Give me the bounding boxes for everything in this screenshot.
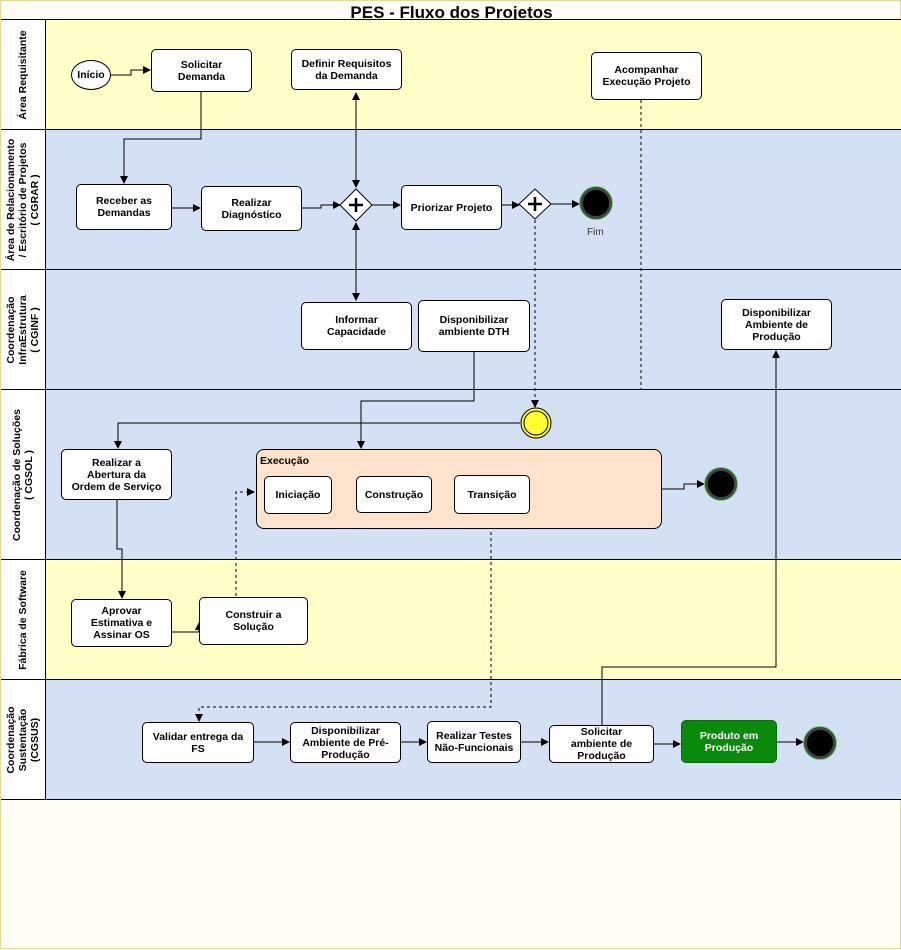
end-event-fim[interactable]	[580, 187, 612, 219]
task-testes-nao-funcionais[interactable]: Realizar Testes Não-Funcionais	[427, 721, 521, 763]
diagram-title: PES - Fluxo dos Projetos	[350, 3, 553, 22]
task-informar-capacidade[interactable]: Informar Capacidade	[301, 302, 412, 350]
task-produto-em-producao[interactable]: Produto em Produção	[681, 720, 777, 763]
start-event-label: Início	[77, 69, 105, 81]
task-iniciacao[interactable]: Iniciação	[264, 476, 332, 514]
task-receber-demandas[interactable]: Receber as Demandas	[76, 184, 172, 230]
task-disponibilizar-pre-producao[interactable]: Disponibilizar Ambiente de Pré- Produção	[290, 722, 401, 763]
end-event-cgsus[interactable]	[804, 727, 836, 759]
end-event-label: Fim	[587, 227, 604, 238]
task-realizar-diagnostico[interactable]: Realizar Diagnóstico	[201, 186, 302, 231]
task-solicitar-ambiente[interactable]: Solicitar ambiente de Produção	[549, 725, 654, 763]
subprocess-label: Execução	[260, 455, 310, 467]
task-construcao[interactable]: Construção	[356, 476, 432, 513]
task-validar-entrega[interactable]: Validar entrega da FS	[142, 722, 254, 763]
task-construir-solucao[interactable]: Construir a Solução	[199, 597, 308, 645]
task-definir-requisitos[interactable]: Definir Requisitos da Demanda	[291, 49, 402, 90]
task-transicao[interactable]: Transição	[454, 475, 530, 514]
parallel-gateway-2	[518, 188, 552, 220]
task-abertura-os[interactable]: Realizar a Abertura da Ordem de Serviço	[61, 449, 172, 500]
task-disponibilizar-producao[interactable]: Disponibilizar Ambiente de Produção	[721, 299, 832, 350]
parallel-gateway-1	[339, 188, 373, 222]
task-acompanhar-execucao[interactable]: Acompanhar Execução Projeto	[591, 52, 702, 100]
task-solicitar-demanda[interactable]: Solicitar Demanda	[151, 49, 252, 92]
task-disponibilizar-dth[interactable]: Disponibilizar ambiente DTH	[418, 300, 530, 352]
start-event[interactable]: Início	[71, 60, 111, 90]
end-event-cgsol[interactable]	[705, 468, 737, 500]
task-aprovar-estimativa[interactable]: Aprovar Estimativa e Assinar OS	[71, 599, 172, 647]
intermediate-event	[520, 407, 552, 439]
task-priorizar-projeto[interactable]: Priorizar Projeto	[401, 185, 502, 230]
